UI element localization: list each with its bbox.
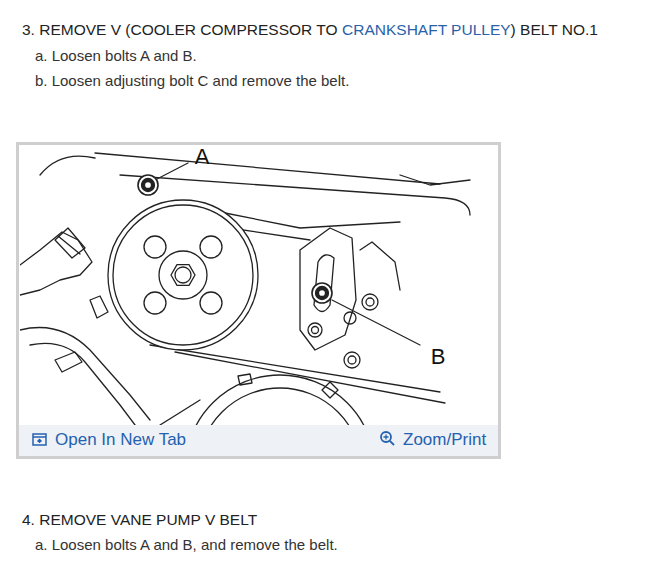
hose — [20, 328, 150, 421]
hose-clamp — [55, 352, 82, 372]
bolt — [312, 327, 319, 334]
bolt-a — [138, 175, 158, 195]
bolt-b — [316, 287, 329, 300]
fitting — [55, 228, 85, 258]
engine-drawing — [20, 153, 470, 425]
instruction-text: b. Loosen adjusting bolt C and remove th… — [35, 72, 349, 90]
pulley-hole — [200, 292, 222, 314]
callout-letter: B — [431, 344, 446, 370]
timing-mark — [322, 382, 338, 398]
figure-toolbar — [19, 425, 498, 456]
open-tab-icon — [33, 436, 46, 438]
timing-mark — [238, 374, 252, 385]
open-tab-icon — [38, 440, 42, 444]
open-tab-icon — [33, 434, 46, 445]
engine-outline — [360, 242, 400, 290]
engine-outline — [400, 175, 470, 185]
callout-letter: A — [195, 144, 210, 170]
step-heading: 4. REMOVE VANE PUMP V BELT — [22, 511, 257, 530]
bolt-b — [312, 283, 332, 303]
pulley-hole — [144, 292, 166, 314]
bolt — [344, 312, 356, 324]
leader-line — [332, 300, 420, 345]
fitting — [58, 236, 80, 254]
bolt — [362, 294, 378, 310]
hex-nut — [171, 265, 195, 286]
bolt — [348, 356, 356, 364]
crankshaft-pulley — [198, 388, 362, 425]
zoom-icon — [381, 432, 394, 445]
bolt — [308, 323, 322, 337]
adjusting-bracket — [300, 228, 356, 350]
engine-outline — [160, 400, 200, 425]
link-text: CRANKSHAFT PULLEY — [342, 21, 511, 40]
step-heading: 3. REMOVE V (COOLER COMPRESSOR TO — [22, 21, 338, 40]
open-tab-icon — [33, 434, 46, 445]
belt-line — [225, 213, 400, 228]
fitting — [90, 296, 108, 318]
compressor-pulley — [108, 200, 258, 350]
bolt-a — [142, 179, 155, 192]
toolbar-link: Open In New Tab — [55, 430, 186, 450]
compressor-pulley — [113, 205, 253, 345]
hex-nut — [175, 267, 191, 283]
leader-line — [157, 163, 188, 179]
pulley-hole — [200, 236, 222, 258]
instruction-text: a. Loosen bolts A and B, and remove the … — [35, 536, 338, 554]
pulley-hole — [144, 236, 166, 258]
engine-outline — [40, 156, 95, 175]
zoom-icon — [384, 435, 389, 440]
zoom-icon — [381, 432, 391, 442]
toolbar-link: Zoom/Print — [403, 430, 486, 450]
bolt-b — [319, 290, 326, 297]
step-heading: ) BELT NO.1 — [511, 21, 598, 40]
zoom-icon — [390, 441, 394, 445]
bolt-a — [145, 182, 152, 189]
hose — [30, 343, 135, 425]
bolt — [344, 352, 360, 368]
bolt — [366, 298, 374, 306]
instruction-text: a. Loosen bolts A and B. — [35, 47, 197, 65]
pulley-hub — [159, 251, 207, 299]
crankshaft-pulley — [185, 375, 375, 425]
